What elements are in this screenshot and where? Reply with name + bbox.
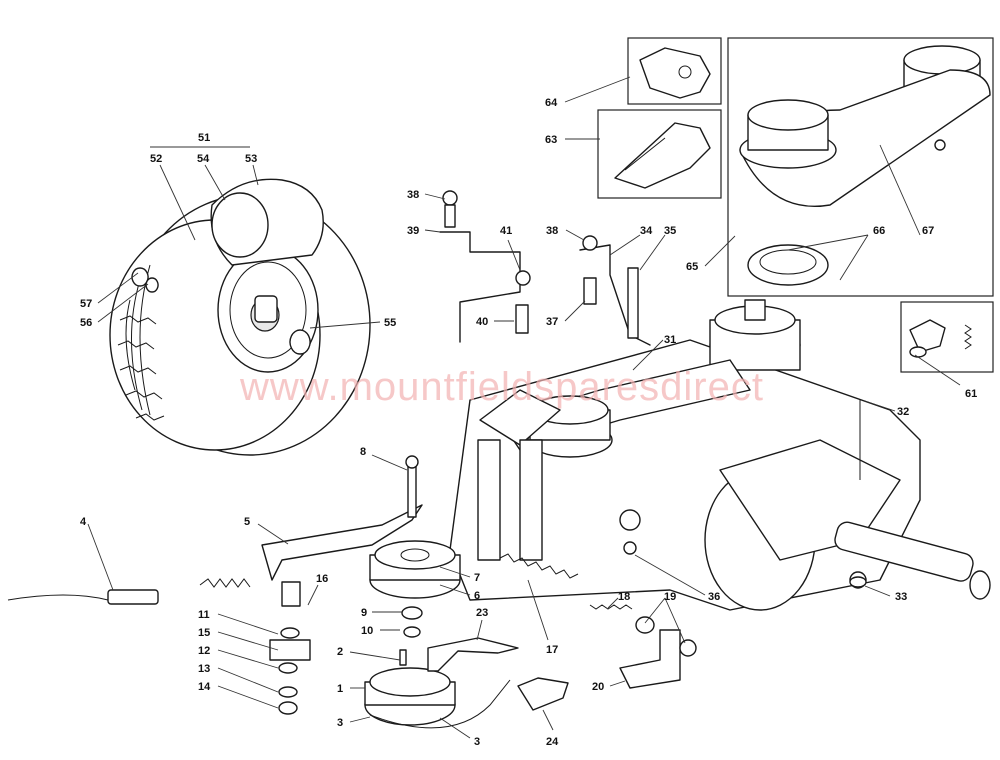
callout-20: 20 <box>592 681 604 693</box>
callout-55: 55 <box>384 317 396 329</box>
callout-3-bottom: 3 <box>474 736 480 748</box>
callout-6: 6 <box>474 590 480 602</box>
callout-51: 51 <box>198 132 210 144</box>
inset-box-pulleys <box>727 37 994 297</box>
callout-8: 8 <box>360 446 366 458</box>
rear-wheel-assembly <box>109 178 371 456</box>
callout-17: 17 <box>546 644 558 656</box>
callout-64: 64 <box>545 97 558 109</box>
callout-23: 23 <box>476 607 488 619</box>
callout-14: 14 <box>198 681 211 693</box>
callout-2: 2 <box>337 646 343 658</box>
callout-52: 52 <box>150 153 162 165</box>
callout-53: 53 <box>245 153 257 165</box>
callout-39: 39 <box>407 225 419 237</box>
callout-38-upper-left: 38 <box>407 189 419 201</box>
callout-41: 41 <box>500 225 512 237</box>
callout-40: 40 <box>476 316 488 328</box>
transaxle-housing <box>449 299 991 611</box>
callout-35: 35 <box>664 225 676 237</box>
callout-38-upper-right: 38 <box>546 225 558 237</box>
inset-box-61 <box>900 301 994 373</box>
callout-31: 31 <box>664 334 676 346</box>
callout-labels: 51 52 54 53 57 56 55 64 63 65 66 67 61 3… <box>80 97 977 748</box>
callout-12: 12 <box>198 645 210 657</box>
inset-box-64 <box>627 37 722 105</box>
control-linkage-left <box>7 455 867 729</box>
callout-54: 54 <box>197 153 210 165</box>
callout-63: 63 <box>545 134 557 146</box>
callout-36: 36 <box>708 591 720 603</box>
callout-67: 67 <box>922 225 934 237</box>
callout-15: 15 <box>198 627 210 639</box>
callout-3-left: 3 <box>337 717 343 729</box>
callout-10: 10 <box>361 625 373 637</box>
callout-65: 65 <box>686 261 698 273</box>
callout-9: 9 <box>361 607 367 619</box>
callout-66: 66 <box>873 225 885 237</box>
callout-1: 1 <box>337 683 343 695</box>
callout-56: 56 <box>80 317 92 329</box>
callout-7: 7 <box>474 572 480 584</box>
callout-19: 19 <box>664 591 676 603</box>
callout-5: 5 <box>244 516 250 528</box>
callout-18: 18 <box>618 591 630 603</box>
callout-57: 57 <box>80 298 92 310</box>
inset-box-63 <box>597 109 722 199</box>
callout-37: 37 <box>546 316 558 328</box>
callout-4: 4 <box>80 516 87 528</box>
callout-32: 32 <box>897 406 909 418</box>
callout-13: 13 <box>198 663 210 675</box>
leader-lines <box>87 76 961 739</box>
watermark-text: www.mountfieldsparesdirect <box>239 365 764 409</box>
callout-24: 24 <box>546 736 559 748</box>
callout-11: 11 <box>198 609 210 621</box>
callout-33: 33 <box>895 591 907 603</box>
linkage-brackets <box>439 190 651 346</box>
callout-61: 61 <box>965 388 977 400</box>
callout-34: 34 <box>640 225 653 237</box>
callout-16: 16 <box>316 573 328 585</box>
